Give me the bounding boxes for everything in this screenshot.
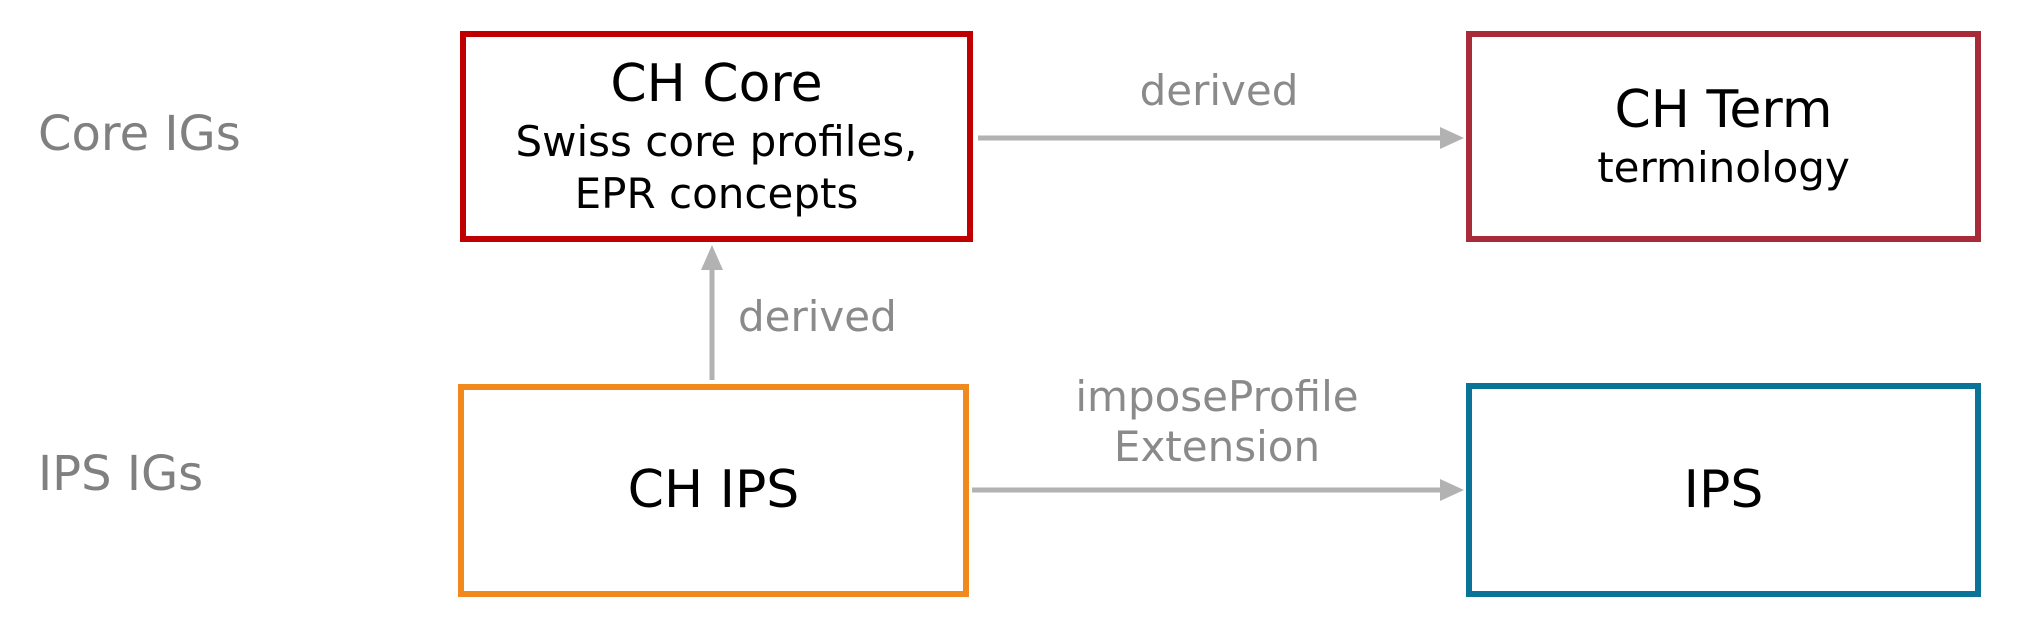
node-ips-title: IPS xyxy=(1683,459,1764,520)
node-ch-ips-title: CH IPS xyxy=(627,460,800,521)
node-ch-core-title: CH Core xyxy=(610,54,823,115)
node-ch-term: CH Term terminology xyxy=(1466,31,1981,242)
node-ch-term-title: CH Term xyxy=(1614,80,1833,141)
node-ips: IPS xyxy=(1466,383,1981,597)
arrowhead-impose-chips-to-ips xyxy=(1440,479,1464,501)
node-ch-term-subtitle: terminology xyxy=(1597,142,1850,192)
node-ch-ips: CH IPS xyxy=(458,384,969,597)
edge-label-derived-horizontal: derived xyxy=(1139,66,1299,115)
row-label-ips-igs: IPS IGs xyxy=(38,446,204,502)
edge-label-impose-profile-extension: imposeProfile Extension xyxy=(1075,372,1359,471)
node-ch-core: CH Core Swiss core profiles, EPR concept… xyxy=(460,31,973,242)
row-label-core-igs: Core IGs xyxy=(38,106,241,162)
arrowhead-derived-chips-to-core xyxy=(701,245,723,270)
arrowhead-derived-core-to-term xyxy=(1440,127,1464,149)
edge-label-derived-vertical: derived xyxy=(738,292,897,341)
node-ch-core-subtitle: Swiss core profiles, EPR concepts xyxy=(515,116,918,218)
